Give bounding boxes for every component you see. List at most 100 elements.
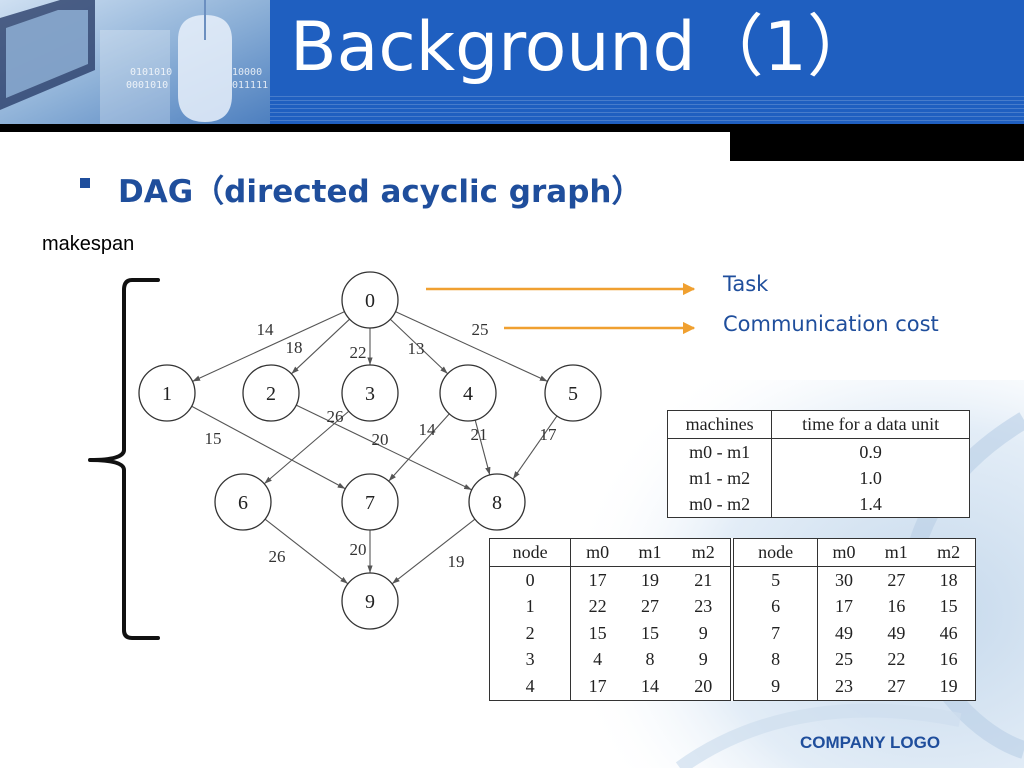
edge-weight-label: 19 [448,552,465,571]
table-header-cell: m0 [817,538,871,567]
header-divider-block [730,132,1024,161]
node-label: 7 [365,492,375,514]
edge-weight-label: 20 [350,540,367,559]
slide-title: Background（1） [290,8,875,87]
table-cell: m0 - m2 [667,491,773,518]
edge-4-7 [388,413,450,482]
edge-3-6 [263,410,350,485]
table-cell: 1 [489,593,572,620]
table-cell: 7 [732,620,818,647]
node-circle [468,473,526,531]
dag-node-6: 6 [214,473,272,531]
node-label: 2 [266,383,276,405]
table-cell: 6 [732,593,818,620]
edge-4-8 [474,419,491,476]
table-header-cell: m1 [623,538,676,567]
edge-8-9 [391,518,476,585]
table-cell: 9 [675,620,735,647]
edge-weight-label: 14 [419,420,437,439]
table-header-cell: m0 [570,538,624,567]
dag-node-5: 5 [544,364,602,422]
edge-0-2 [291,318,350,375]
table-cell: 17 [835,596,853,617]
table-header-cell: m2 [675,538,735,567]
makespan-brace [88,278,160,640]
table-cell: 0 [489,566,572,594]
node-circle [544,364,602,422]
node-circle [214,473,272,531]
table-cell: 3 [489,646,572,673]
edge-0-4 [389,318,449,375]
table-cell: m1 - m2 [667,465,773,491]
table-cell: 49 [835,622,853,643]
table-cell: 9 [675,646,735,673]
node-label: 9 [365,591,375,613]
edge-weight-label: 15 [205,429,222,448]
table-cell: 19 [939,675,958,696]
table-cell: 16 [887,596,906,617]
table-cell: 19 [640,569,659,590]
table-cell: 25 [835,649,853,670]
dag-node-4: 4 [439,364,497,422]
node-circle [138,364,196,422]
table-cell: 49 [887,622,906,643]
svg-text:0101010: 0101010 [130,67,172,78]
table-cell: 22 [887,649,906,670]
task-legend-label: Task [723,272,769,296]
table-cell: 2 [489,620,572,647]
node-circle [242,364,300,422]
table-cell: 5 [732,566,818,594]
node-circle [341,572,399,630]
mouse-icon [178,0,232,122]
svg-text:10000: 10000 [232,67,262,78]
communication-cost-legend-label: Communication cost [723,312,939,336]
table-cell: 23 [675,593,735,620]
makespan-label: makespan [42,233,135,255]
table-cell: 17 [588,569,607,590]
node-label: 0 [365,290,375,312]
node-circle [439,364,497,422]
table-cell: 16 [939,649,958,670]
node-label: 5 [568,383,578,405]
table-cell: 0.9 [859,441,882,462]
table-cell: 15 [640,622,659,643]
edge-1-7 [191,405,346,490]
edge-weight-label: 20 [372,430,389,449]
table-cell: 1.0 [859,467,882,488]
table-cell: 15 [939,596,958,617]
edge-weight-label: 26 [327,407,344,426]
table-cell: 21 [675,566,735,594]
table-cell: 8 [645,649,655,670]
table-header-cell: node [732,538,818,567]
dag-node-8: 8 [468,473,526,531]
table-cell: 46 [939,622,958,643]
edge-weight-label: 17 [540,425,558,444]
header-stripes [270,96,1024,122]
node-label: 1 [162,383,172,405]
edge-0-1 [192,311,345,382]
company-logo: COMPANY LOGO [800,733,941,752]
dag-node-2: 2 [242,364,300,422]
table-cell: 14 [640,675,659,696]
table-header-cell: node [489,538,572,567]
node-circle [341,271,399,329]
table-cell: 8 [732,646,818,673]
edge-weight-label: 26 [269,547,286,566]
table-header-cell: m1 [870,538,923,567]
table-cell: 23 [835,675,853,696]
header-photo: 0101010 0001010 10000 011111 [0,0,270,124]
table-cell: 15 [588,622,607,643]
edge-weight-label: 18 [286,338,303,357]
table-cell: 27 [640,596,659,617]
node-label: 6 [238,492,248,514]
edge-weight-label: 25 [472,320,489,339]
edge-weight-label: 21 [471,425,488,444]
